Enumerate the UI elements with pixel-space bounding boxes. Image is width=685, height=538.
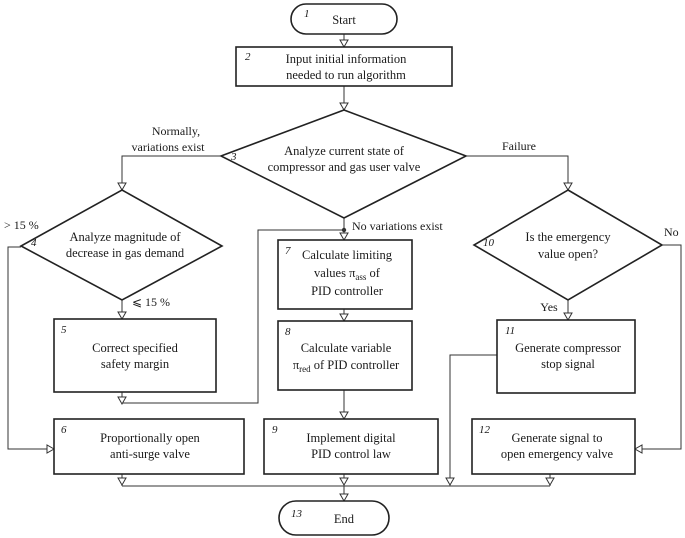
node-label-line-1: Is the emergency <box>525 230 611 244</box>
node-number: 5 <box>61 324 67 336</box>
node-start: 1 Start <box>290 3 398 35</box>
node-label-line-1: Proportionally open <box>100 431 200 445</box>
arrowhead-bus-mid <box>339 477 349 487</box>
node-calc-limiting: 7 Calculate limiting values πass of PID … <box>277 239 413 310</box>
edge-stop-to-bus <box>449 354 497 486</box>
arrowhead-into-correct <box>117 311 127 321</box>
node-number: 1 <box>304 8 310 20</box>
node-label-line-2: stop signal <box>541 357 595 371</box>
node-number: 6 <box>61 424 67 436</box>
node-label-line-1: Calculate variable <box>301 341 392 355</box>
arrowhead-correct-out <box>117 396 127 406</box>
node-label-line-1: Generate compressor <box>515 341 622 355</box>
arrowhead-into-emergency-check <box>563 182 573 192</box>
node-number: 9 <box>272 424 278 436</box>
node-implement-pid: 9 Implement digital PID control law <box>263 418 439 475</box>
label-le-15: ⩽ 15 % <box>132 295 170 309</box>
node-label-line-3: PID controller <box>311 284 384 298</box>
junction-dot <box>341 227 347 233</box>
node-label-line-2: πred of PID controller <box>293 358 400 374</box>
arrowhead-into-input <box>339 39 349 49</box>
label-failure: Failure <box>502 139 536 153</box>
node-correct-margin: 5 Correct specified safety margin <box>53 318 217 393</box>
process-box <box>53 418 245 475</box>
node-label: End <box>334 512 355 526</box>
arrowhead-into-end <box>339 493 349 503</box>
node-number: 11 <box>505 325 515 337</box>
label-no: No <box>664 225 679 239</box>
label-no-variations: No variations exist <box>352 219 443 233</box>
edge-state-to-emergency-check <box>465 155 569 190</box>
arrowheads <box>46 39 643 503</box>
node-label-line-2: decrease in gas demand <box>66 246 185 260</box>
node-label-line-1: Analyze magnitude of <box>69 230 181 244</box>
node-label-line-2: PID control law <box>311 447 391 461</box>
node-label-line-2: open emergency valve <box>501 447 614 461</box>
terminator-end <box>278 500 390 536</box>
node-number: 2 <box>245 51 251 63</box>
decision-diamond <box>19 189 224 301</box>
node-end: 13 End <box>278 500 390 536</box>
edge-emergency-to-open-valve <box>635 244 682 450</box>
node-number: 12 <box>479 424 491 436</box>
node-label-line-1: Input initial information <box>286 52 408 66</box>
arrowhead-bus-stop <box>445 477 455 487</box>
node-label-line-2: safety margin <box>101 357 170 371</box>
arrowhead-into-variable <box>339 313 349 323</box>
label-normally: Normally, <box>152 124 200 138</box>
node-label-line-1: Implement digital <box>306 431 396 445</box>
node-label-line-2: needed to run algorithm <box>286 68 406 82</box>
process-box <box>235 46 453 87</box>
node-number: 8 <box>285 326 291 338</box>
node-label-line-2: value open? <box>538 247 598 261</box>
node-label-line-1: Calculate limiting <box>302 248 393 262</box>
label-yes: Yes <box>540 300 558 314</box>
node-number: 3 <box>230 151 237 163</box>
node-open-antisurge: 6 Proportionally open anti-surge valve <box>53 418 245 475</box>
node-emergency-check: 10 Is the emergency value open? <box>472 189 664 301</box>
label-greater-15: > 15 % <box>4 218 39 232</box>
node-analyze-state: 3 Analyze current state of compressor an… <box>219 109 468 219</box>
node-label-line-1: Generate signal to <box>512 431 603 445</box>
node-open-emergency-valve: 12 Generate signal to open emergency val… <box>471 418 636 475</box>
arrowhead-into-magnitude <box>117 182 127 192</box>
arrowhead-into-pid <box>339 411 349 421</box>
edge-labels: Normally, variations exist Failure No va… <box>4 124 679 314</box>
process-box <box>277 239 413 310</box>
arrowhead-into-open-valve <box>633 444 643 454</box>
node-number: 10 <box>483 237 495 249</box>
decision-diamond <box>472 189 664 301</box>
process-box <box>263 418 439 475</box>
node-number: 4 <box>31 237 37 249</box>
arrowhead-into-limiting <box>339 232 349 242</box>
decision-diamond <box>219 109 468 219</box>
process-box <box>471 418 636 475</box>
node-number: 7 <box>285 245 291 257</box>
label-variations-exist: variations exist <box>132 140 206 154</box>
terminator-start <box>290 3 398 35</box>
node-label: Start <box>332 13 356 27</box>
node-label-line-2: values πass of <box>314 266 381 282</box>
process-box <box>53 318 217 393</box>
node-calc-variable: 8 Calculate variable πred of PID control… <box>277 320 413 391</box>
edge-state-to-magnitude <box>121 155 221 190</box>
node-label-line-2: compressor and gas user valve <box>268 160 421 174</box>
node-label-line-1: Analyze current state of <box>284 144 405 158</box>
arrowhead-into-analyze-state <box>339 102 349 112</box>
node-number: 13 <box>291 508 303 520</box>
arrowhead-into-open-antisurge <box>46 444 56 454</box>
node-stop-signal: 11 Generate compressor stop signal <box>496 319 636 394</box>
arrowhead-into-stop <box>563 312 573 322</box>
edge-magnitude-to-open-antisurge <box>7 246 54 450</box>
arrowhead-bus-right <box>545 477 555 487</box>
node-label-line-1: Correct specified <box>92 341 178 355</box>
arrowhead-bus-left <box>117 477 127 487</box>
process-box <box>496 319 636 394</box>
node-analyze-magnitude: 4 Analyze magnitude of decrease in gas d… <box>19 189 224 301</box>
process-box <box>277 320 413 391</box>
node-input-info: 2 Input initial information needed to ru… <box>235 46 453 87</box>
node-label-line-2: anti-surge valve <box>110 447 190 461</box>
